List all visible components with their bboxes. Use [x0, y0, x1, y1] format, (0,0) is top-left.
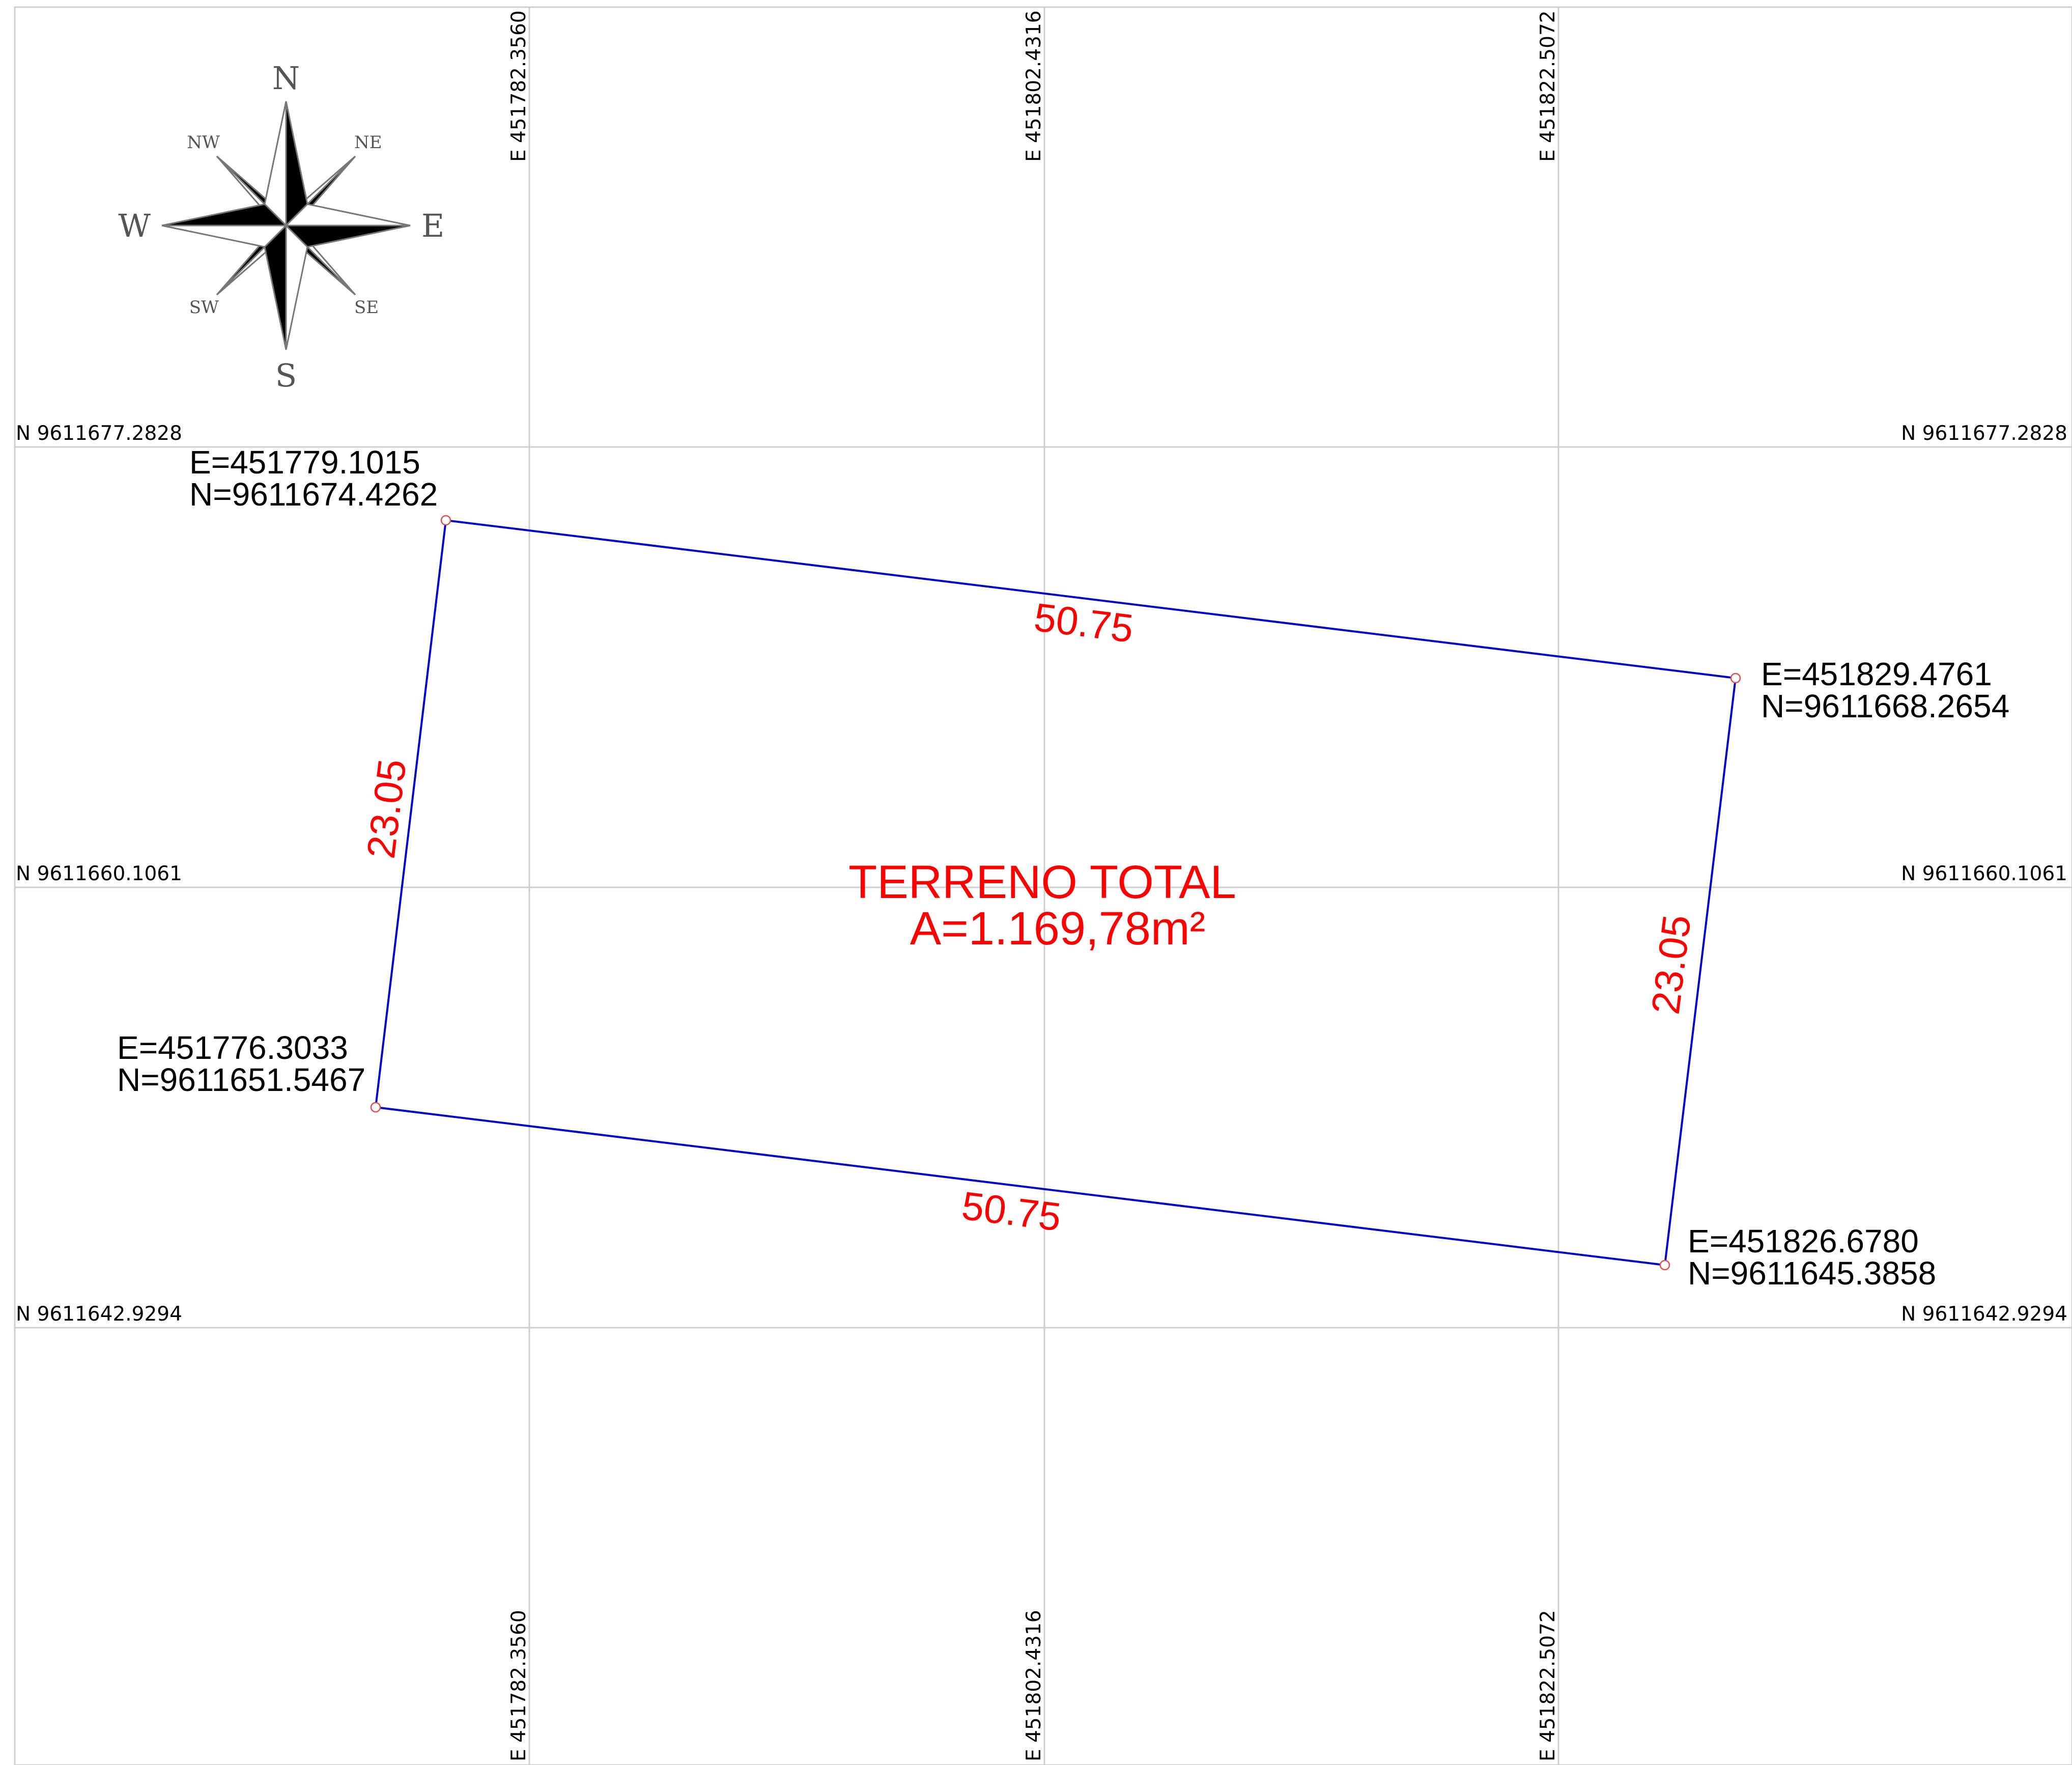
parcel-area: A=1.169,78m²	[910, 903, 1205, 955]
easting-label-bottom-1: E 451782.3560	[507, 1610, 530, 1761]
vertex-marker-4	[370, 1102, 381, 1113]
vertex-1-northing: N=9611674.4262	[189, 476, 438, 513]
northing-label-left-1: N 9611677.2828	[16, 422, 182, 445]
vertex-3-easting: E=451826.6780	[1688, 1223, 1919, 1259]
vertex-3-northing: N=9611645.3858	[1688, 1255, 1936, 1292]
compass-label-nw: NW	[187, 132, 220, 153]
dimension-bottom: 50.75	[959, 1183, 1063, 1240]
vertex-4-northing: N=9611651.5467	[117, 1061, 365, 1098]
easting-label-top-2: E 451802.4316	[1023, 10, 1045, 162]
compass-label-e: E	[421, 207, 444, 244]
vertex-4-easting: E=451776.3033	[117, 1029, 348, 1066]
vertex-label-4: E=451776.3033 N=9611651.5467	[117, 1029, 365, 1098]
coordinate-grid	[15, 7, 2072, 1765]
easting-label-top-1: E 451782.3560	[507, 10, 530, 162]
compass-label-se: SE	[354, 297, 379, 318]
dimension-right: 23.05	[1643, 912, 1699, 1016]
northing-label-left-2: N 9611660.1061	[16, 862, 182, 885]
compass-label-sw: SW	[189, 297, 219, 318]
northing-label-left-3: N 9611642.9294	[16, 1303, 182, 1326]
parcel-annotation: TERRENO TOTAL A=1.169,78m²	[848, 856, 1236, 955]
vertex-2-easting: E=451829.4761	[1761, 656, 1992, 692]
vertex-labels: E=451779.1015 N=9611674.4262 E=451829.47…	[117, 444, 2009, 1292]
map-frame	[14, 6, 2072, 1765]
vertex-label-1: E=451779.1015 N=9611674.4262	[189, 444, 438, 513]
easting-labels-top: E 451782.3560 E 451802.4316 E 451822.507…	[507, 10, 1559, 162]
compass-label-ne: NE	[354, 132, 382, 153]
compass-cardinal-points	[161, 101, 411, 350]
vertex-marker-1	[440, 515, 451, 526]
easting-label-bottom-3: E 451822.5072	[1537, 1610, 1559, 1761]
easting-label-top-3: E 451822.5072	[1537, 10, 1559, 162]
northing-label-right-1: N 9611677.2828	[1901, 422, 2067, 445]
vertex-1-easting: E=451779.1015	[189, 444, 420, 481]
compass-label-n: N	[272, 60, 300, 97]
vertex-label-3: E=451826.6780 N=9611645.3858	[1688, 1223, 1936, 1292]
northing-label-right-3: N 9611642.9294	[1901, 1303, 2067, 1326]
northing-label-right-2: N 9611660.1061	[1901, 862, 2067, 885]
vertex-marker-2	[1730, 673, 1741, 684]
northing-labels-right: N 9611677.2828 N 9611660.1061 N 9611642.…	[1901, 422, 2067, 1326]
easting-labels-bottom: E 451782.3560 E 451802.4316 E 451822.507…	[507, 1610, 1559, 1761]
parcel	[370, 515, 1741, 1271]
easting-label-bottom-2: E 451802.4316	[1023, 1610, 1045, 1761]
parcel-title: TERRENO TOTAL	[848, 856, 1236, 908]
vertex-marker-3	[1659, 1259, 1670, 1271]
northing-labels-left: N 9611677.2828 N 9611660.1061 N 9611642.…	[16, 422, 182, 1326]
compass-label-s: S	[275, 357, 297, 394]
compass-label-w: W	[118, 207, 151, 244]
vertex-label-2: E=451829.4761 N=9611668.2654	[1761, 656, 2009, 724]
compass-rose-icon: N S E W NE NW SE SW	[118, 60, 444, 394]
vertex-2-northing: N=9611668.2654	[1761, 688, 2009, 724]
